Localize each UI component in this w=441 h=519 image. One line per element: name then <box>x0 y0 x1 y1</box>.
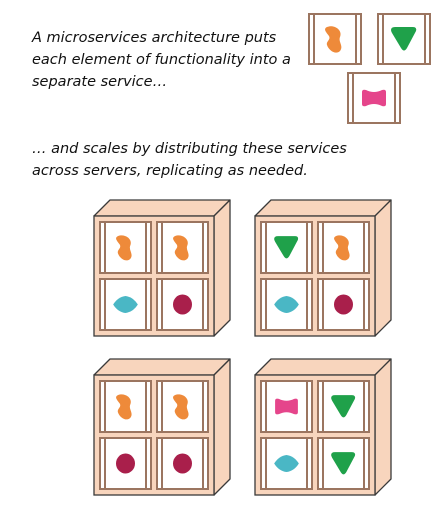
crimson-circle-icon <box>173 294 192 315</box>
crimson-circle-icon <box>116 453 135 474</box>
crimson-circle-icon <box>334 294 353 315</box>
service-box <box>260 278 313 331</box>
orange-blob-icon <box>325 26 342 53</box>
teal-diamond-icon <box>113 295 138 314</box>
service-box <box>156 221 209 274</box>
service-box <box>99 437 152 490</box>
server <box>254 358 392 496</box>
service-box <box>99 221 152 274</box>
pink-bowtie-icon <box>362 89 386 107</box>
caption-top: A microservices architecture puts each e… <box>32 30 291 90</box>
teal-diamond-icon <box>274 295 299 314</box>
teal-diamond-icon <box>274 454 299 473</box>
orange-blob-icon <box>116 235 132 261</box>
service-box <box>317 278 370 331</box>
service-box <box>260 221 313 274</box>
green-triangle-icon <box>274 236 299 259</box>
orange-blob-icon <box>173 394 189 420</box>
service-box <box>99 380 152 433</box>
server-grid <box>93 199 392 496</box>
server <box>93 199 231 337</box>
pink-bowtie-icon <box>275 398 298 415</box>
crimson-circle-icon <box>173 453 192 474</box>
orange-blob-icon <box>173 235 189 261</box>
service-catalog <box>308 13 431 124</box>
service-box <box>260 437 313 490</box>
service-box <box>317 221 370 274</box>
service-box <box>99 278 152 331</box>
service-box <box>317 380 370 433</box>
service-box <box>317 437 370 490</box>
caption-bottom: … and scales by distributing these servi… <box>32 141 347 179</box>
service-box <box>156 278 209 331</box>
orange-blob-icon <box>334 235 350 261</box>
green-triangle-icon <box>331 395 356 418</box>
service-box <box>156 437 209 490</box>
server <box>93 358 231 496</box>
service-box <box>347 72 401 124</box>
server <box>254 199 392 337</box>
service-box <box>377 13 431 65</box>
service-box <box>260 380 313 433</box>
service-box <box>156 380 209 433</box>
green-triangle-icon <box>391 27 417 51</box>
orange-blob-icon <box>116 394 132 420</box>
green-triangle-icon <box>331 452 356 475</box>
service-box <box>308 13 362 65</box>
